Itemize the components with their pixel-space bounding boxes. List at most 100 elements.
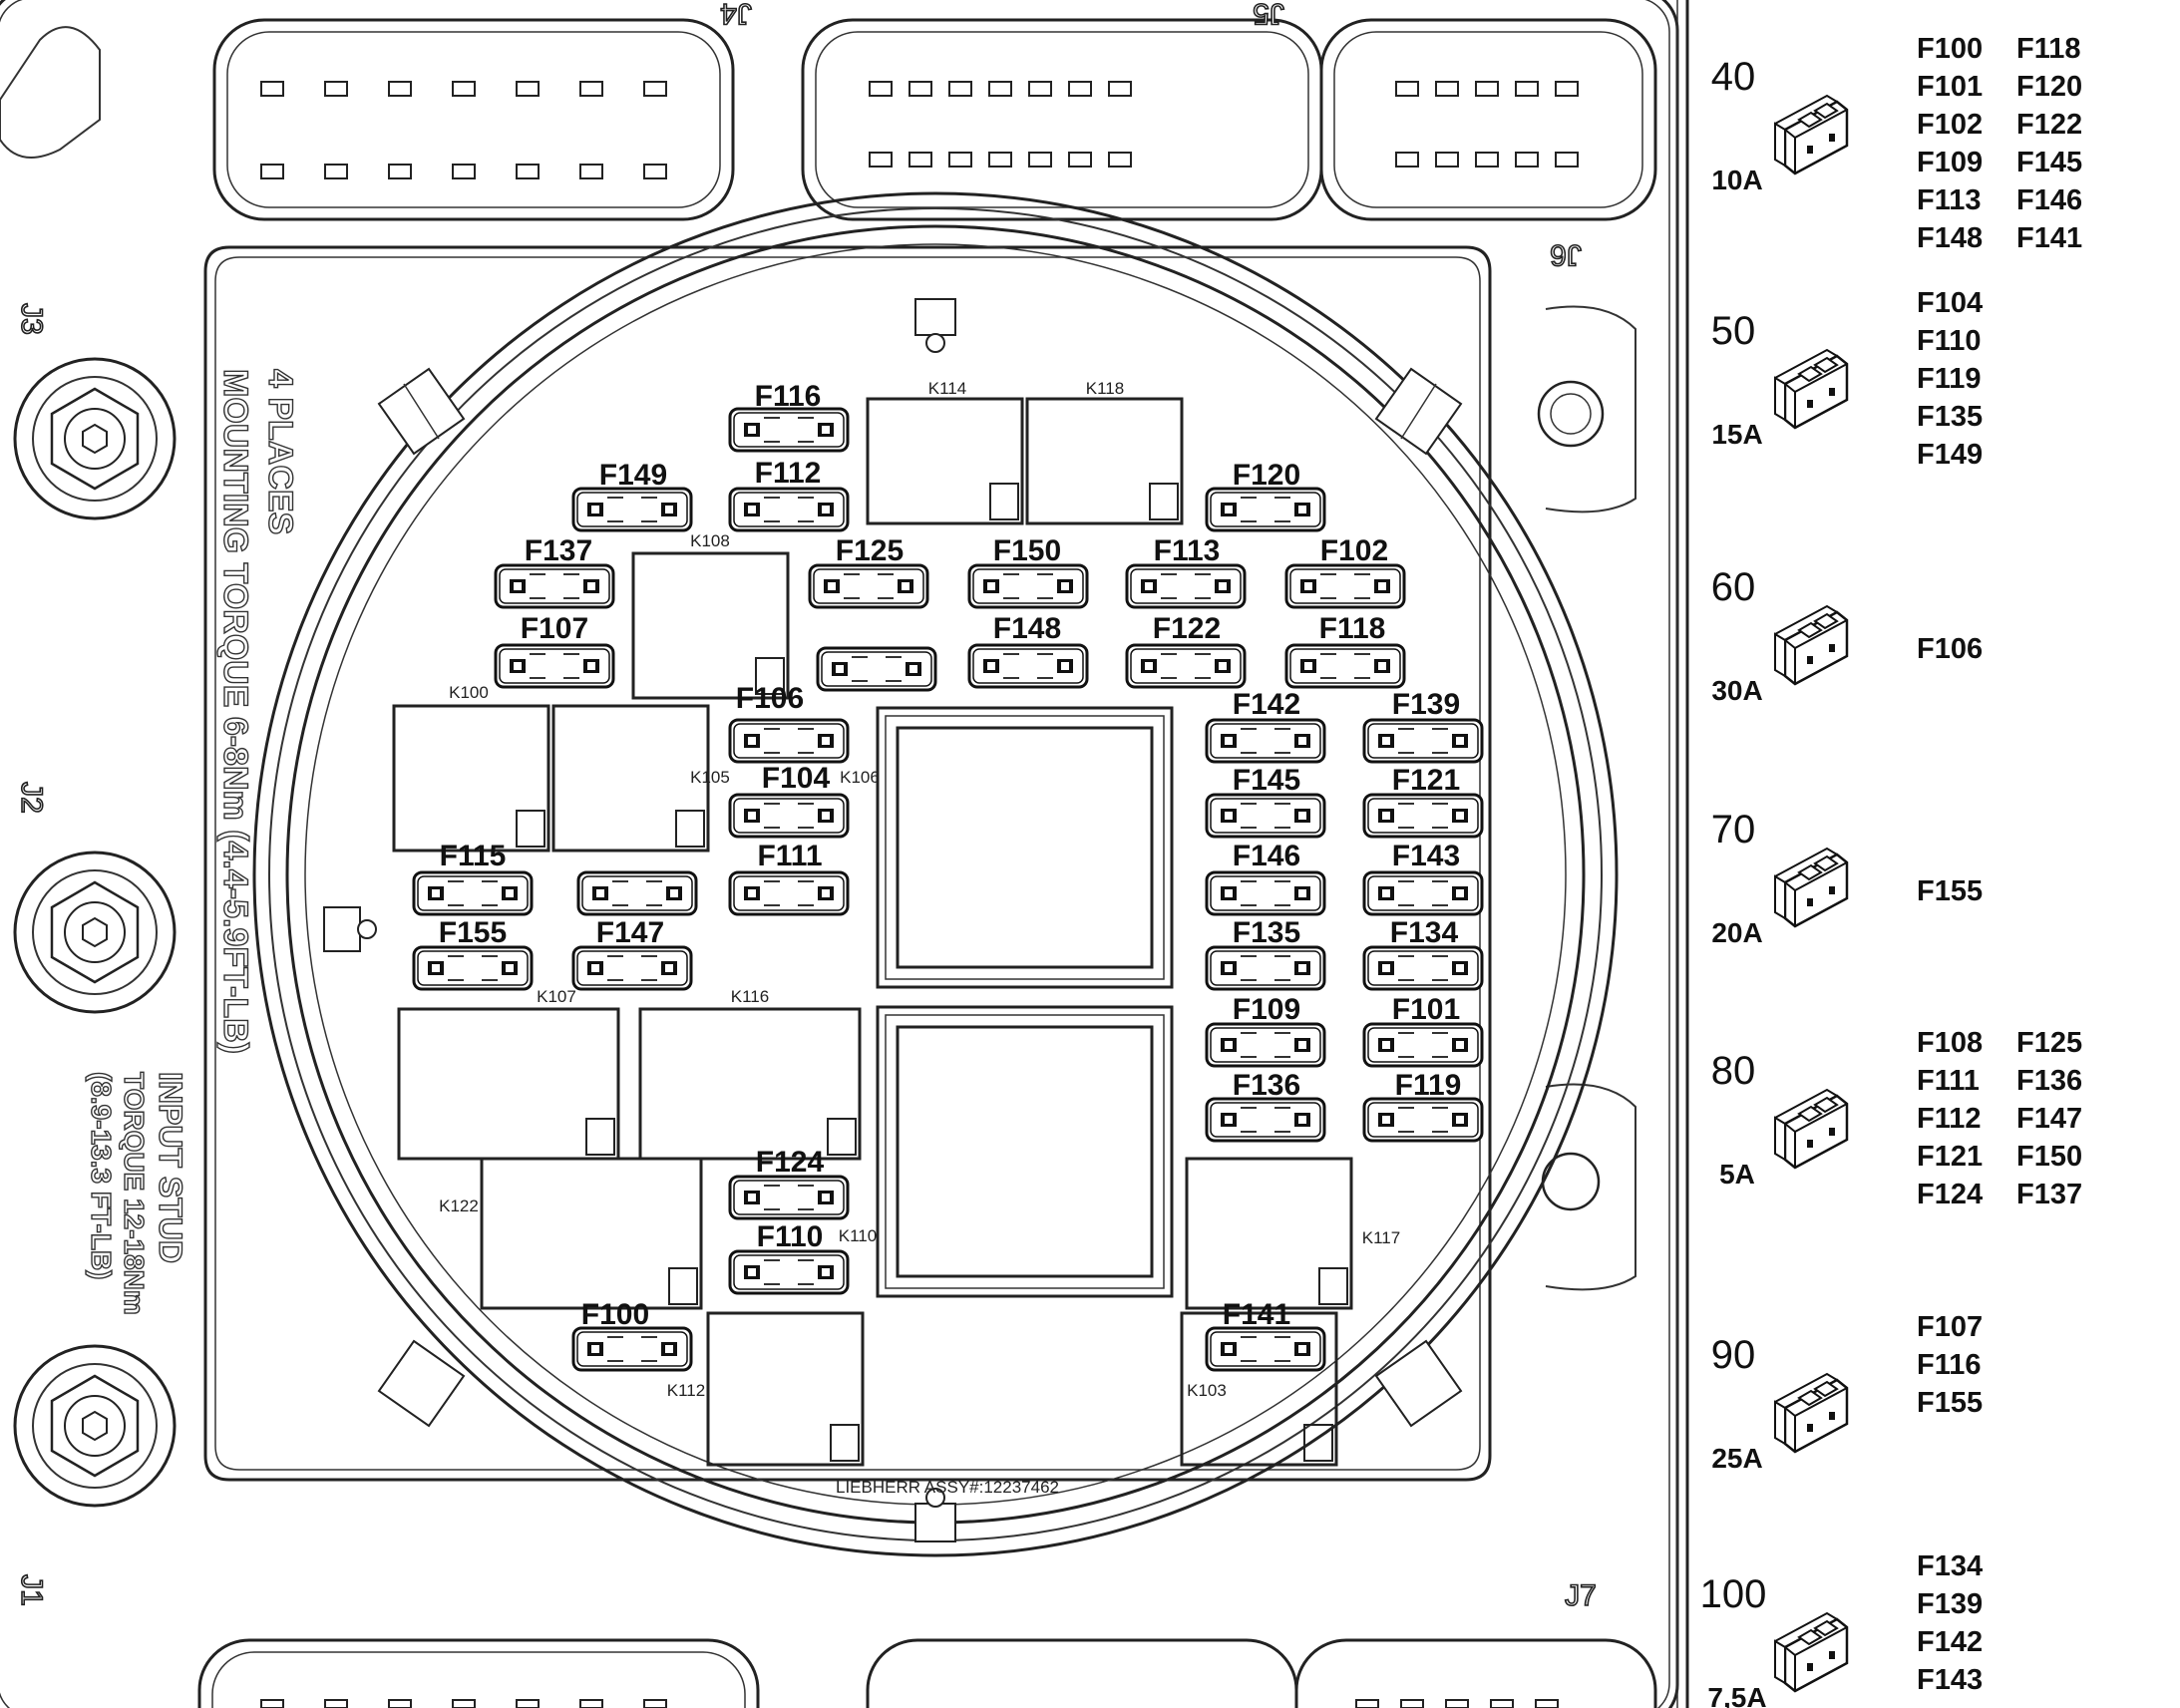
mini-fuse-icon: [1773, 604, 1849, 686]
stud-j1: [13, 1344, 177, 1508]
fuse-f139: [1362, 718, 1484, 764]
connector-label-j4: J4: [720, 0, 752, 30]
fuse-f135: [1205, 945, 1326, 991]
fuse-label-f101: F101: [1392, 993, 1460, 1026]
legend-fuse-label: F119: [1917, 363, 1982, 395]
relay-label-k112: K112: [667, 1381, 705, 1400]
relay-label-k118: K118: [1086, 379, 1124, 398]
legend-fuse-label: F134: [1917, 1550, 1983, 1582]
fuse-f121: [1362, 793, 1484, 839]
fuse-label-f142: F142: [1233, 688, 1300, 721]
connector-pin: [260, 164, 284, 179]
input-stud-note: INPUT STUD TORQUE 12-18Nm (8.9-13.3 FT-L…: [85, 1071, 188, 1315]
connector-pin: [1028, 81, 1052, 97]
legend-amperage: 25A: [1711, 1443, 1762, 1474]
fuse-f106: [728, 718, 850, 764]
connector-pin: [948, 152, 972, 168]
fuse-f145: [1205, 793, 1326, 839]
relay-label-k106: K106: [840, 768, 880, 787]
relay-label-k110: K110: [839, 1226, 877, 1245]
fuse-label-f147: F147: [596, 916, 664, 949]
fuse-f150: [967, 563, 1089, 609]
fuse-f122: [1125, 643, 1247, 689]
legend-color-code: 40: [1711, 55, 1756, 99]
ring-tab-left: [323, 906, 377, 952]
connector-label-j2: J2: [15, 782, 48, 814]
fuse-label-f124: F124: [756, 1146, 825, 1179]
relay-k117: [1185, 1157, 1353, 1310]
fuse-label-f118: F118: [1319, 612, 1386, 645]
fuse-f118: [1284, 643, 1406, 689]
legend-fuse-label: F155: [1917, 1387, 1983, 1419]
fuse-label-f155: F155: [439, 916, 507, 949]
fuse-f149: [571, 487, 693, 532]
relay-k122: [480, 1157, 703, 1310]
connector-pin: [388, 81, 412, 97]
fuse-label-f150: F150: [993, 534, 1061, 567]
relay-label-k116: K116: [731, 987, 769, 1006]
relay-label-k108: K108: [690, 531, 730, 550]
ring-tab-ll: [377, 1339, 466, 1428]
fuse-f146: [1205, 870, 1326, 916]
fuse-label-f143: F143: [1392, 840, 1460, 872]
connector-label-j6: J6: [1550, 238, 1582, 271]
stud-j2: [13, 851, 177, 1014]
mini-fuse-icon: [1773, 94, 1849, 175]
fuse-unlabeled: [576, 870, 698, 916]
connector-label-j1: J1: [15, 1574, 48, 1606]
legend-fuse-label: F150: [2016, 1141, 2082, 1173]
assembly-number: LIEBHERR ASSY#:12237462: [836, 1478, 1059, 1497]
stud-j3: [13, 357, 177, 520]
fuse-f134: [1362, 945, 1484, 991]
fuse-label-f109: F109: [1233, 993, 1300, 1026]
relay-k100: [392, 704, 550, 853]
connector-label-j7: J7: [1565, 1579, 1597, 1612]
connector-pin: [579, 81, 603, 97]
fuse-f115: [412, 870, 534, 916]
legend-fuse-label: F124: [1917, 1179, 1983, 1210]
legend-fuse-label: F147: [2016, 1103, 2082, 1135]
connector-pin: [260, 81, 284, 97]
legend-amperage: 30A: [1711, 675, 1762, 706]
fuse-unlabeled: [816, 646, 937, 692]
fuse-label-f110: F110: [757, 1220, 824, 1253]
fuse-f142: [1205, 718, 1326, 764]
relay-label-k105: K105: [690, 768, 730, 787]
connector-pin: [516, 1699, 540, 1708]
connector-pin: [1445, 1699, 1469, 1708]
connector-pin: [1028, 152, 1052, 168]
fuse-label-f141: F141: [1223, 1298, 1290, 1331]
legend-fuse-label: F110: [1917, 325, 1982, 357]
legend-fuse-label: F104: [1917, 287, 1983, 319]
fuse-f100: [571, 1326, 693, 1372]
connector-pin: [908, 81, 932, 97]
fuse-label-f148: F148: [993, 612, 1061, 645]
legend-fuse-label: F109: [1917, 147, 1983, 178]
connector-pin: [988, 152, 1012, 168]
legend-fuse-label: F141: [2016, 222, 2082, 254]
connector-pin: [1435, 81, 1459, 97]
connector-pin: [1475, 152, 1499, 168]
fuse-f104: [728, 793, 850, 839]
connector-pin: [579, 164, 603, 179]
fuse-label-f100: F100: [581, 1298, 649, 1331]
ring-tab-lr: [1374, 1339, 1463, 1428]
legend-fuse-label: F145: [2016, 147, 2082, 178]
ring-tab-top: [914, 298, 956, 353]
fuse-f120: [1205, 487, 1326, 532]
legend-fuse-label: F142: [1917, 1626, 1983, 1658]
legend-amperage: 5A: [1719, 1159, 1755, 1190]
fuse-label-f112: F112: [755, 457, 822, 490]
relay-label-k103: K103: [1187, 1381, 1227, 1400]
ring-tab-ul: [377, 367, 466, 456]
legend-fuse-label: F122: [2016, 109, 2082, 141]
connector-pin: [869, 81, 893, 97]
legend-color-code: 70: [1711, 808, 1756, 852]
legend-fuse-label: F106: [1917, 633, 1983, 665]
connector-pin: [579, 1699, 603, 1708]
relay-k108: [631, 551, 790, 700]
legend-fuse-label: F118: [2016, 33, 2081, 65]
fuse-f109: [1205, 1022, 1326, 1068]
